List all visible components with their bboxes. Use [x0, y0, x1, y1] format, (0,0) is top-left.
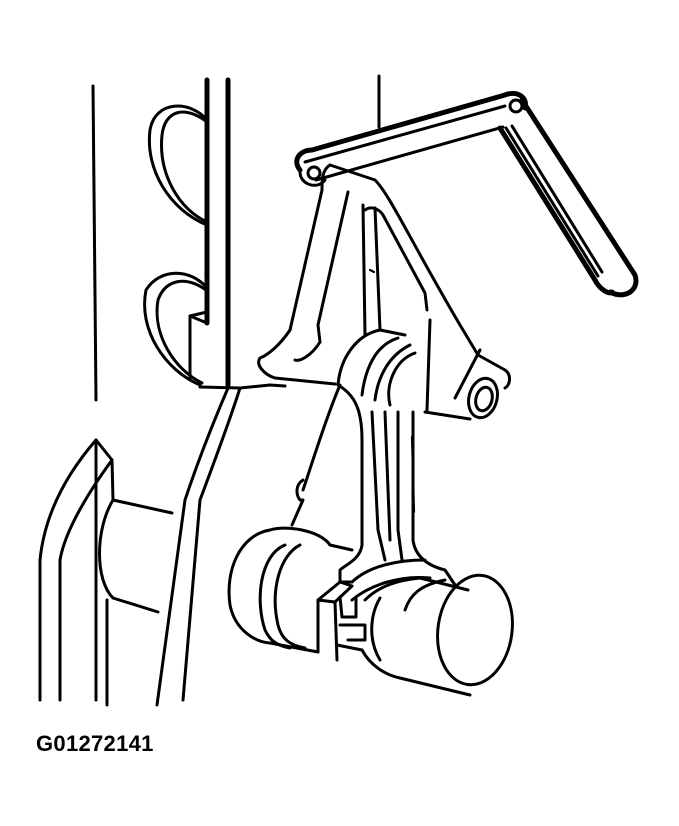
crankshaft-journal — [227, 526, 514, 697]
block-web — [290, 383, 342, 527]
figure-id-label: G01272141 — [36, 731, 154, 756]
main-bearing-cap — [38, 383, 287, 707]
bracket-tool-arm — [294, 91, 639, 298]
pivot-boss — [423, 318, 511, 421]
connecting-rod — [336, 328, 457, 602]
cylinder-bore-cutouts — [143, 104, 209, 387]
bracket-tool-frame — [257, 163, 462, 386]
